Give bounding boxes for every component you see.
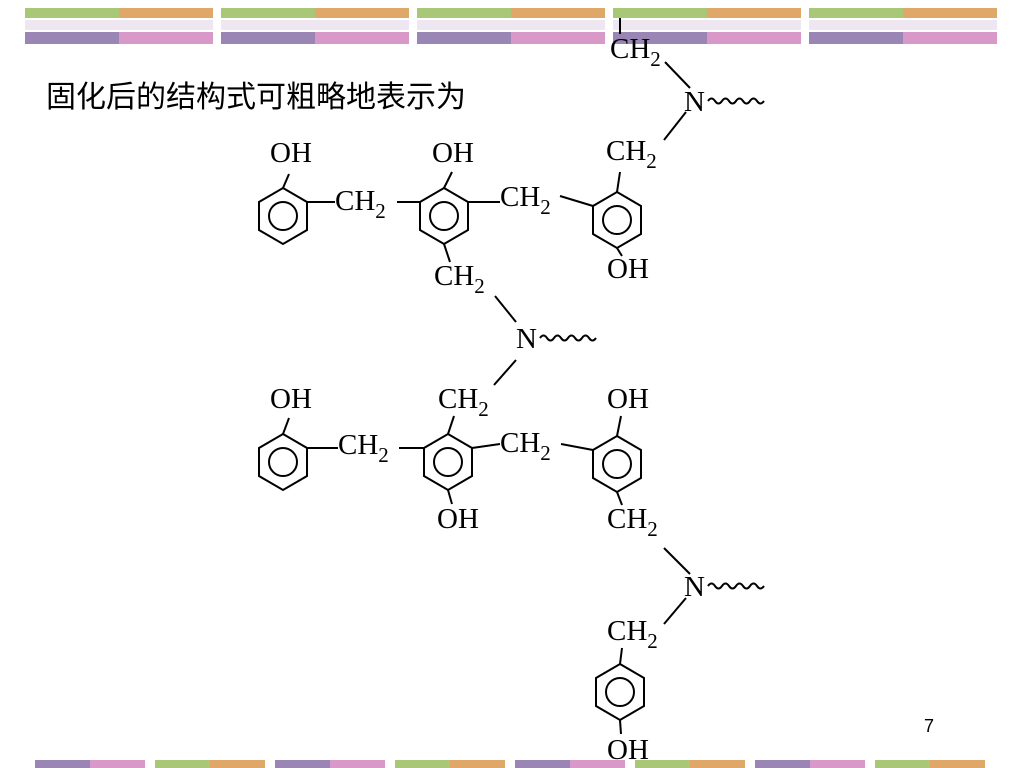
methylene-label: CH2	[438, 383, 489, 421]
benzene-ring	[258, 186, 308, 246]
methylene-label: CH2	[500, 427, 551, 465]
benzene-ring	[595, 662, 645, 722]
bottom-decorative-band	[35, 760, 985, 768]
methylene-label: CH2	[610, 33, 661, 71]
top-decorative-band	[25, 8, 997, 44]
hydroxyl-label: OH	[270, 383, 312, 415]
polymer-chain-continuation	[707, 97, 765, 105]
polymer-chain-continuation	[539, 334, 597, 342]
nitrogen-label: N	[684, 571, 705, 603]
hydroxyl-label: OH	[607, 383, 649, 415]
slide-title: 固化后的结构式可粗略地表示为	[46, 80, 466, 115]
hydroxyl-label: OH	[270, 137, 312, 169]
methylene-label: CH2	[338, 429, 389, 467]
band-block-2	[221, 8, 409, 44]
band-block-1	[25, 8, 213, 44]
polymer-chain-continuation	[707, 582, 765, 590]
band-block-5	[809, 8, 997, 44]
methylene-label: CH2	[500, 181, 551, 219]
page-number: 7	[924, 716, 935, 736]
band-block-3	[417, 8, 605, 44]
methylene-label: CH2	[434, 260, 485, 298]
nitrogen-label: N	[684, 86, 705, 118]
benzene-ring	[592, 190, 642, 250]
benzene-ring	[419, 186, 469, 246]
hydroxyl-label: OH	[607, 253, 649, 285]
methylene-label: CH2	[606, 135, 657, 173]
benzene-ring	[423, 432, 473, 492]
methylene-label: CH2	[607, 615, 658, 653]
benzene-ring	[592, 434, 642, 494]
band-block-4	[613, 8, 801, 44]
hydroxyl-label: OH	[432, 137, 474, 169]
methylene-label: CH2	[335, 185, 386, 223]
benzene-ring	[258, 432, 308, 492]
nitrogen-label: N	[516, 323, 537, 355]
hydroxyl-label: OH	[437, 503, 479, 535]
methylene-label: CH2	[607, 503, 658, 541]
hydroxyl-label: OH	[607, 734, 649, 766]
